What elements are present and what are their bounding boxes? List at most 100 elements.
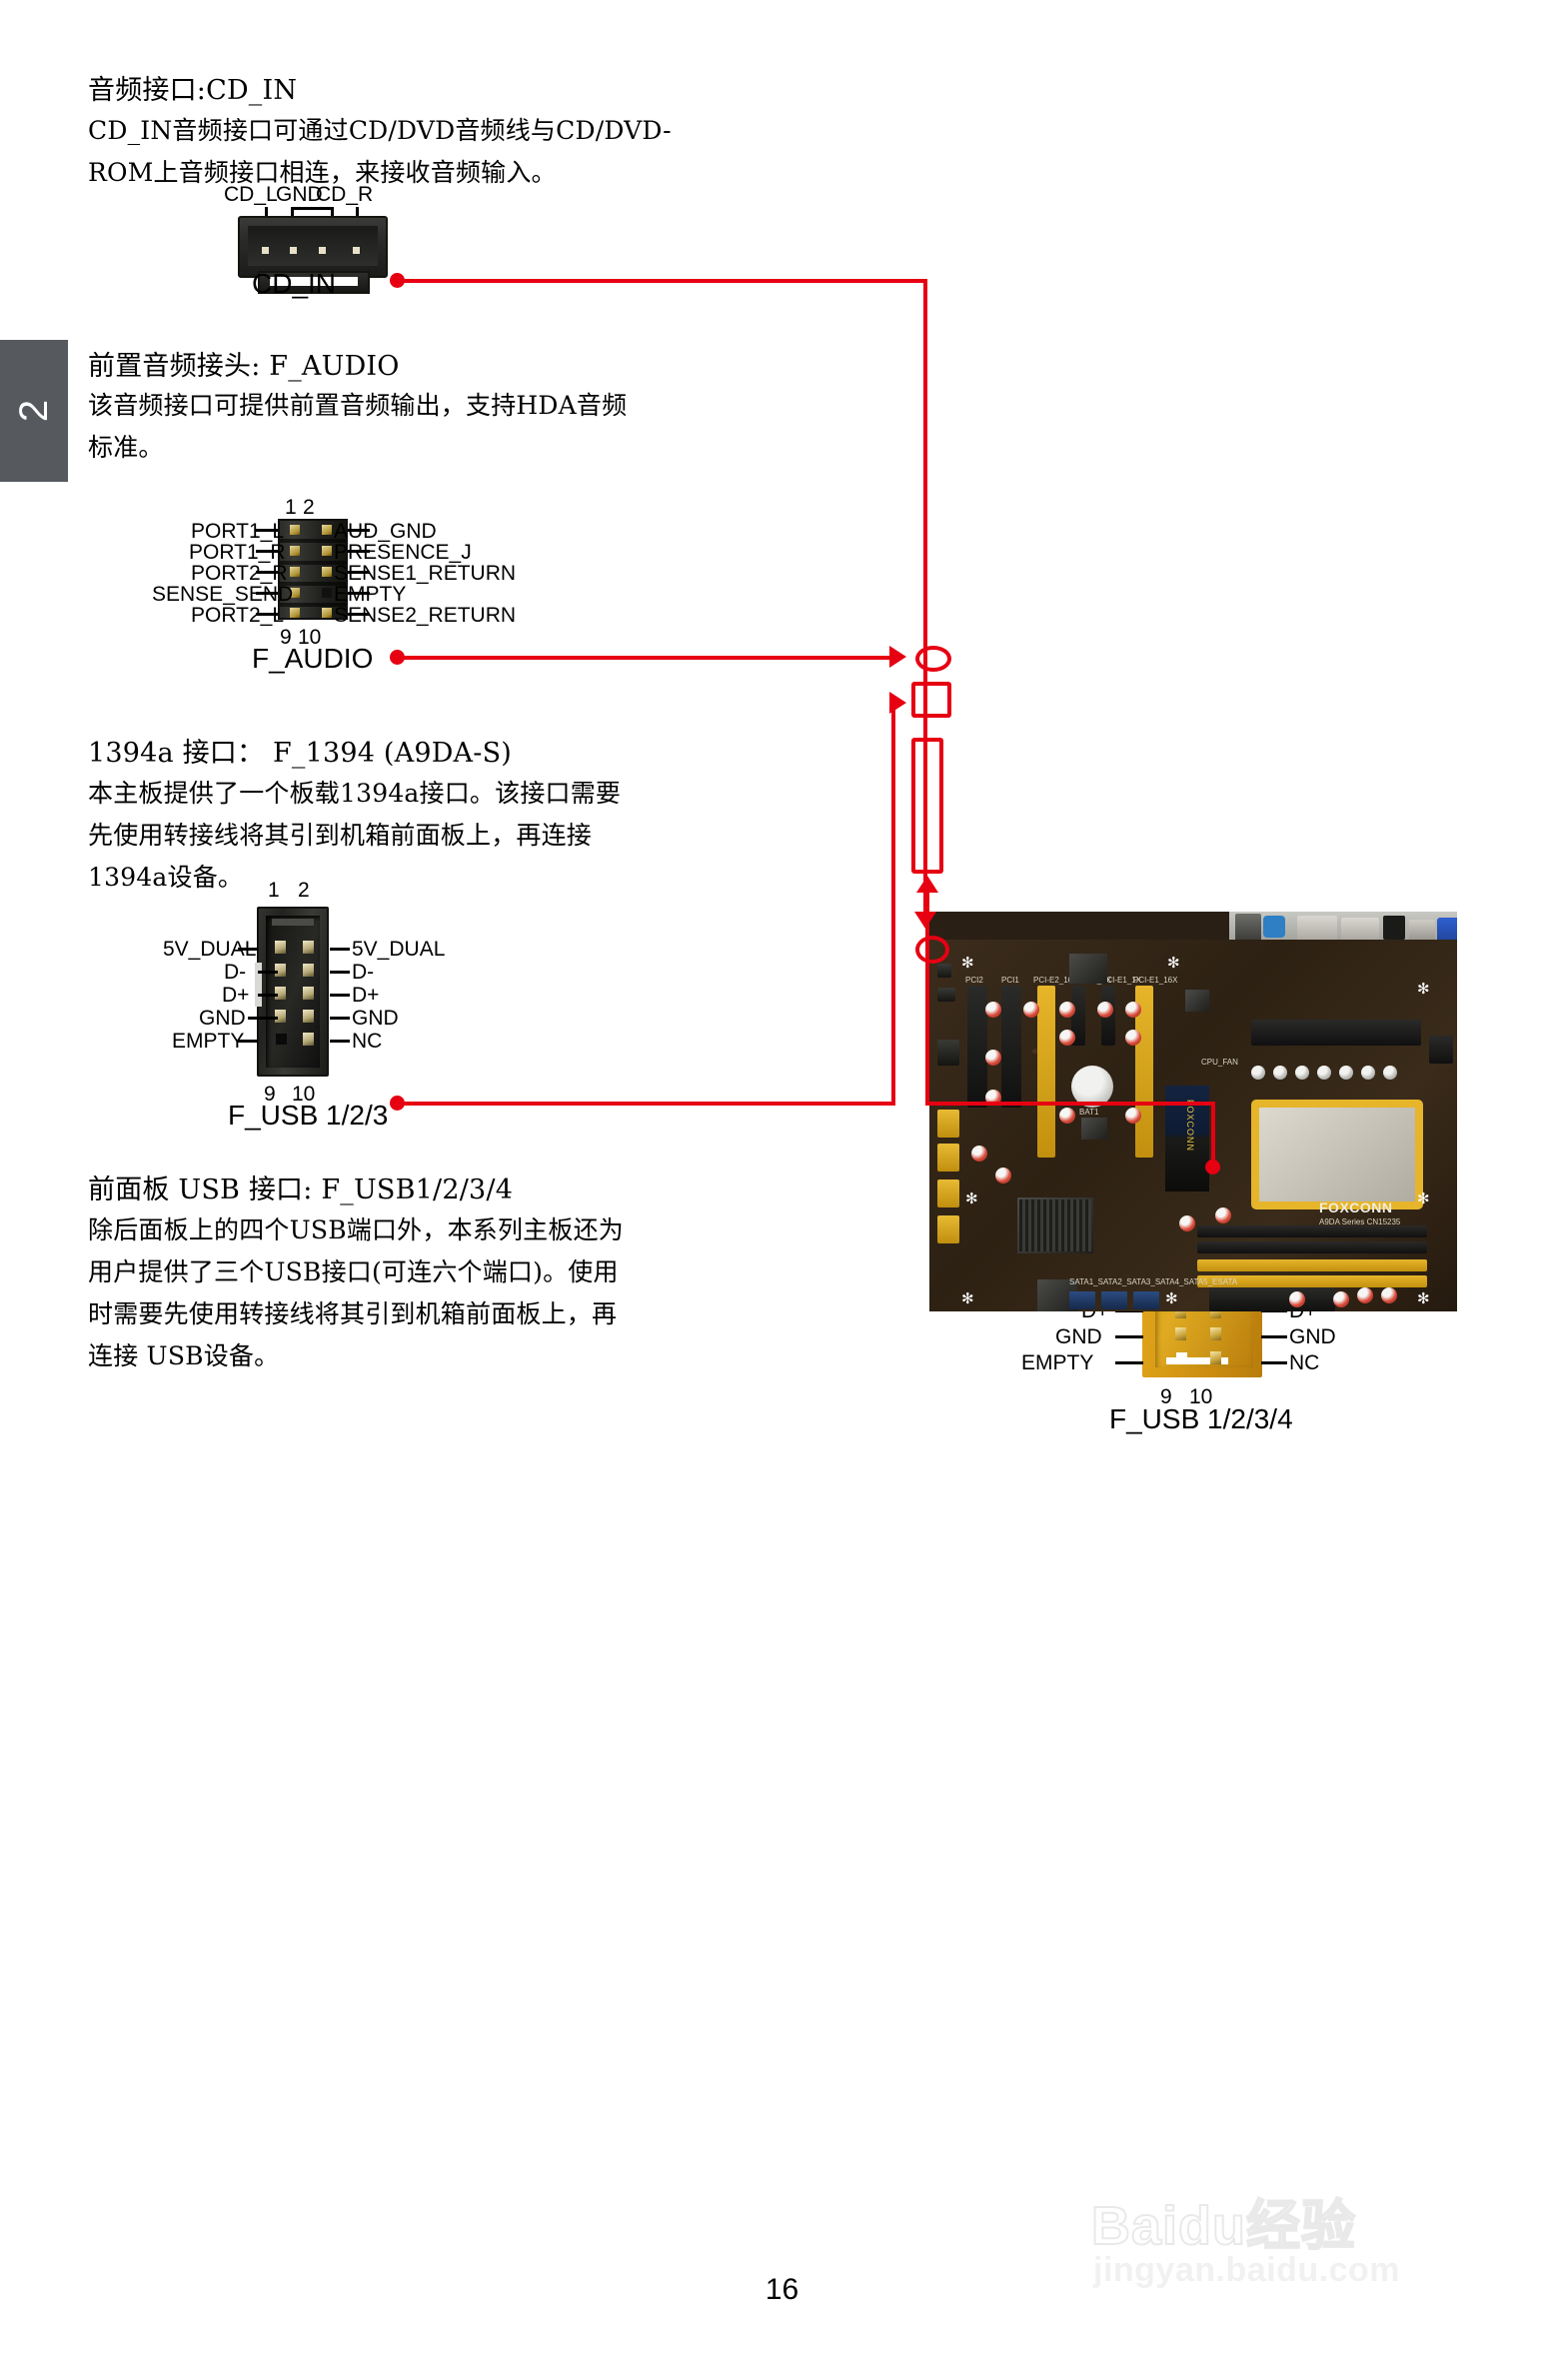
cdin-pin-2 (290, 247, 297, 254)
chipset-heatsink-brand: FOXCONN (1185, 1100, 1195, 1152)
fusb123-left-label-4: GND (199, 1007, 246, 1030)
fusb-body-line3: 时需要先使用转接线将其引到机箱前面板上，再 (88, 1299, 618, 1328)
capacitor (1059, 1002, 1075, 1018)
cdin-annotation-line-v (923, 279, 927, 919)
mount-hole-icon: ✻ (1167, 954, 1180, 972)
capacitor (1125, 1030, 1141, 1046)
fusb123-left-leader-4 (248, 1017, 278, 1020)
f1394-heading: 1394a 接口： F_1394 (A9DA-S) (88, 738, 513, 769)
fusb1234-pin-10: 10 (1189, 1385, 1213, 1408)
faudio-right-label-5: SENSE2_RETURN (334, 604, 517, 627)
faudio-connector-title: F_AUDIO (252, 643, 374, 674)
pcie2-1x-slot (1071, 986, 1085, 1046)
fusb123-left-label-1: 5V_DUAL (163, 938, 257, 961)
faudio-pin-dot-5 (290, 567, 300, 577)
fusb123-right-label-4: GND (352, 1007, 399, 1030)
faudio-heading: 前置音频接头: F_AUDIO (88, 351, 400, 382)
slot-label-pcie1-16x: PCI-E1_16X (1133, 976, 1178, 985)
fusb123-right-leader-2 (330, 971, 350, 974)
capacitor (1339, 1066, 1353, 1080)
capacitor (1273, 1066, 1287, 1080)
capacitor (1317, 1066, 1331, 1080)
faudio-pin-2: 2 (303, 496, 315, 519)
capacitor (1059, 1108, 1075, 1124)
fusb-body-line2: 用户提供了三个USB接口(可连六个端口)。使用 (88, 1257, 619, 1286)
cdin-label-cd-l: CD_L (224, 183, 278, 206)
cpu-fan-label: CPU_FAN (1201, 1058, 1238, 1067)
fusb1234-pin-9: 9 (1160, 1385, 1172, 1408)
faudio-left-label-5: PORT2_L (191, 604, 284, 627)
fusb123-right-leader-4 (330, 1017, 350, 1020)
f1394-body-line3: 1394a设备。 (88, 863, 244, 892)
chapter-tab: 2 (0, 340, 68, 482)
faudio-divider-1 (280, 539, 346, 543)
cdin-pin-1 (262, 247, 269, 254)
faudio-pin-dot-9 (290, 608, 300, 618)
motherboard-brand: FOXCONN (1319, 1199, 1393, 1215)
fusb123-pin-dot-9-empty (276, 1034, 287, 1045)
capacitor (1289, 1291, 1305, 1307)
faudio-annotation-circle (915, 646, 951, 672)
fusb1234-pin-dot-10 (1210, 1351, 1221, 1364)
fusb1234-right-leader-5 (1261, 1361, 1287, 1364)
f1394-annotation-box (911, 682, 951, 718)
pci-slot-2 (967, 986, 987, 1108)
fusb123-left-leader-3 (258, 994, 278, 997)
faudio-pin-dot-2 (322, 525, 332, 535)
fusb1234-right-label-4: GND (1289, 1325, 1336, 1348)
capacitor (1357, 1287, 1373, 1303)
faudio-annotation-arrow (889, 646, 906, 668)
cdin-body-line1: CD_IN音频接口可通过CD/DVD音频线与CD/DVD- (88, 116, 672, 145)
fusb123-connector-title: F_USB 1/2/3 (228, 1100, 389, 1131)
faudio-body-line2: 标准。 (88, 433, 164, 462)
mount-hole-icon: ✻ (965, 1190, 978, 1207)
f1394-header-on-board (937, 1040, 959, 1066)
fusb123-pin-dot-10 (303, 1033, 314, 1046)
fusb123-right-label-2: D- (352, 961, 375, 984)
capacitor (1383, 1066, 1397, 1080)
cdin-annotation-circle (915, 936, 949, 964)
capacitor (1333, 1291, 1349, 1307)
pcb-substrate: PCI2 PCI1 PCI-E2_16X PCI-E2_1X PCI-E1_1X… (929, 940, 1457, 1311)
capacitor (1295, 1066, 1309, 1080)
esata-port (1383, 916, 1405, 940)
faudio-left-leader-2 (256, 550, 278, 553)
fusb1234-right-label-5: NC (1289, 1351, 1320, 1374)
dimm-slot-4 (1197, 1275, 1427, 1287)
cdin-leader-gnd-bridge (291, 207, 332, 210)
faudio-left-leader-1 (256, 529, 278, 532)
clock-chip (1185, 990, 1209, 1012)
heatsink-fins (1019, 1199, 1091, 1251)
small-chip-1 (1081, 1118, 1107, 1140)
slot-label-pcie1-1x: PCI-E1_1X (1101, 976, 1142, 985)
dimm-slot-2 (1197, 1241, 1427, 1253)
slot-label-pci1: PCI1 (1001, 976, 1019, 985)
faudio-left-leader-4 (256, 592, 278, 595)
capacitor (985, 1002, 1001, 1018)
ps2-mouse-port (1263, 916, 1285, 938)
fusb1234-connector-title: F_USB 1/2/3/4 (1109, 1403, 1293, 1434)
fusb123-pin-dot-3 (275, 964, 286, 977)
fusb123-pin-dot-7 (275, 1010, 286, 1023)
fusb123-pin-dot-2 (303, 941, 314, 954)
fusb123-left-leader-5 (238, 1040, 258, 1043)
fusb123-pin-dot-8 (303, 1010, 314, 1023)
faudio-pin-dot-7 (290, 588, 300, 598)
capacitor (1361, 1066, 1375, 1080)
cdin-slot (270, 277, 358, 286)
fusb1234-left-leader-4 (1115, 1335, 1143, 1338)
faudio-left-label-1: PORT1_L (191, 520, 284, 543)
faudio-left-label-4: SENSE_SEND (152, 583, 294, 606)
faudio-right-label-3: SENSE1_RETURN (334, 562, 517, 585)
fusb-header-2 (937, 1144, 959, 1172)
fusb123-pin-10: 10 (292, 1083, 316, 1106)
fusb123-left-leader-2 (258, 971, 278, 974)
faudio-left-label-3: PORT2_R (191, 562, 288, 585)
fusb1234-left-label-4: GND (1055, 1325, 1102, 1348)
fusb123-pin-2: 2 (298, 879, 310, 902)
fusb123-pin-dot-1 (275, 941, 286, 954)
cdin-inner (248, 226, 378, 266)
fusb-annotation-line-v1 (925, 892, 929, 1106)
motherboard-photo: PCI2 PCI1 PCI-E2_16X PCI-E2_1X PCI-E1_1X… (929, 912, 1457, 1311)
capacitor (1059, 1030, 1075, 1046)
